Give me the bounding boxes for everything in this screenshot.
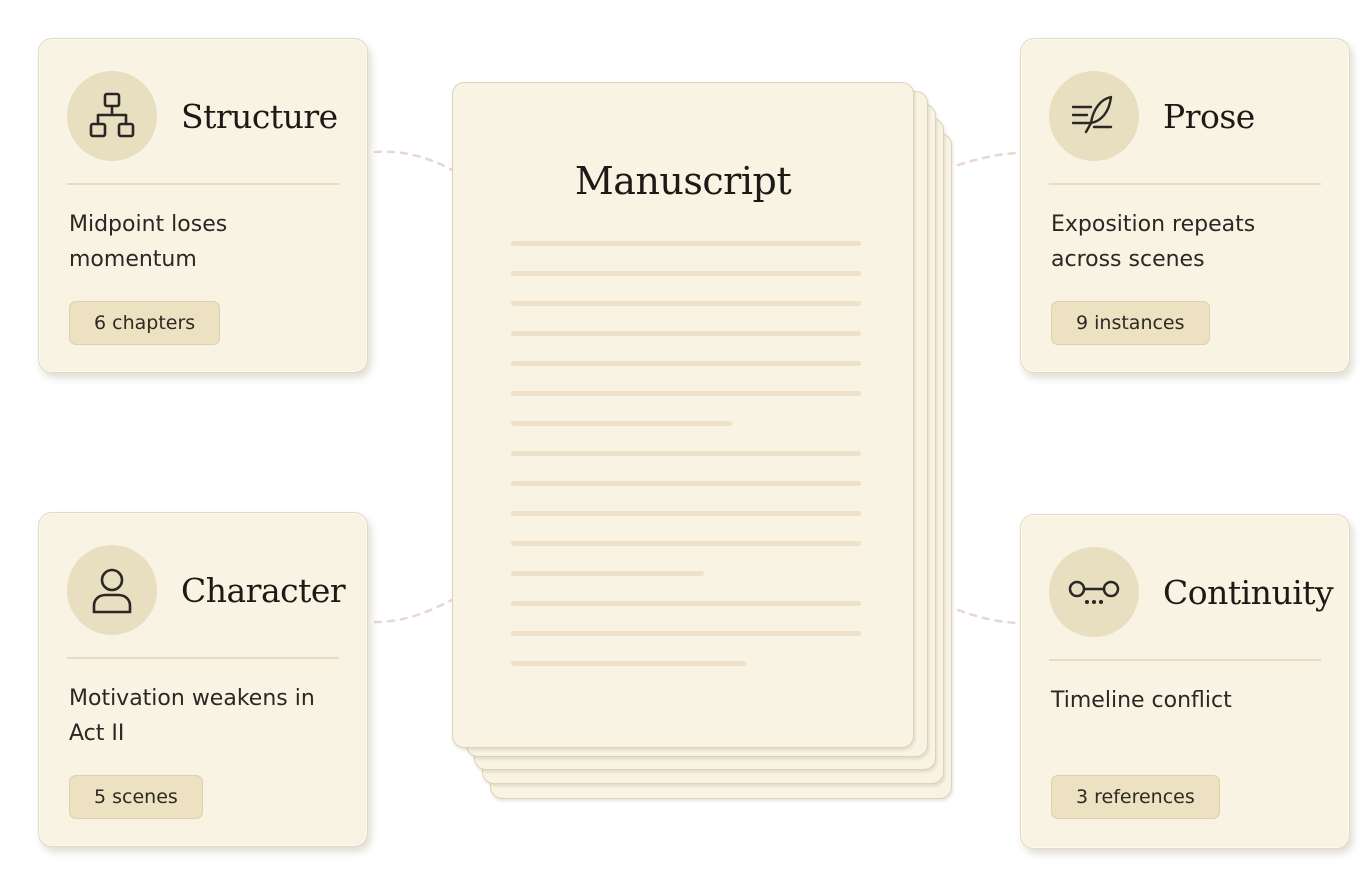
manuscript-text-line bbox=[511, 241, 861, 246]
continuity-card-title: Continuity bbox=[1163, 572, 1334, 612]
connector-structure bbox=[373, 150, 454, 172]
continuity-card-header: Continuity bbox=[1049, 545, 1334, 639]
continuity-card-description: Timeline conflict bbox=[1051, 688, 1232, 713]
manuscript-text-line bbox=[511, 331, 861, 336]
manuscript-text-line bbox=[511, 631, 861, 636]
prose-card[interactable]: Prose Exposition repeats across scenes 9… bbox=[1020, 38, 1350, 373]
prose-card-header: Prose bbox=[1049, 69, 1329, 163]
manuscript-sheet-front: Manuscript bbox=[452, 82, 914, 748]
manuscript-text-line bbox=[511, 361, 861, 366]
quill-lines-icon bbox=[1049, 71, 1139, 161]
manuscript-text-line bbox=[511, 541, 861, 546]
manuscript-text-line bbox=[511, 571, 704, 576]
manuscript-text-line bbox=[511, 661, 746, 666]
connector-prose bbox=[956, 151, 1020, 167]
character-card-badge: 5 scenes bbox=[69, 775, 203, 819]
connector-character bbox=[373, 598, 454, 624]
character-card-header: Character bbox=[67, 543, 347, 637]
continuity-card-badge: 3 references bbox=[1051, 775, 1220, 819]
structure-card-badge: 6 chapters bbox=[69, 301, 221, 345]
manuscript-text-line bbox=[511, 481, 861, 486]
prose-card-description: Exposition repeats across scenes bbox=[1051, 212, 1256, 272]
connector-continuity bbox=[956, 608, 1020, 625]
manuscript-title: Manuscript bbox=[574, 159, 792, 203]
manuscript-text-line bbox=[511, 421, 732, 426]
structure-card-header: Structure bbox=[67, 69, 347, 163]
prose-card-badge: 9 instances bbox=[1051, 301, 1210, 345]
structure-card-title: Structure bbox=[181, 96, 338, 136]
character-card-divider bbox=[67, 657, 339, 659]
manuscript-text-line bbox=[511, 271, 861, 276]
prose-card-divider bbox=[1049, 183, 1321, 185]
manuscript-text-line bbox=[511, 601, 861, 606]
structure-card[interactable]: Structure Midpoint loses momentum 6 chap… bbox=[38, 38, 368, 373]
manuscript-text-line bbox=[511, 511, 861, 516]
structure-card-divider bbox=[67, 183, 339, 185]
manuscript-text-line bbox=[511, 391, 861, 396]
prose-card-title: Prose bbox=[1163, 96, 1255, 136]
structure-card-description: Midpoint loses momentum bbox=[69, 212, 228, 272]
character-card-description: Motivation weakens in Act II bbox=[69, 686, 315, 746]
hierarchy-icon bbox=[67, 71, 157, 161]
continuity-card-divider bbox=[1049, 659, 1321, 661]
timeline-link-icon bbox=[1049, 547, 1139, 637]
person-icon bbox=[67, 545, 157, 635]
manuscript-text-line bbox=[511, 451, 861, 456]
character-card-title: Character bbox=[181, 570, 346, 610]
character-card[interactable]: Character Motivation weakens in Act II 5… bbox=[38, 512, 368, 847]
continuity-card[interactable]: Continuity Timeline conflict 3 reference… bbox=[1020, 514, 1350, 849]
manuscript-text-line bbox=[511, 301, 861, 306]
